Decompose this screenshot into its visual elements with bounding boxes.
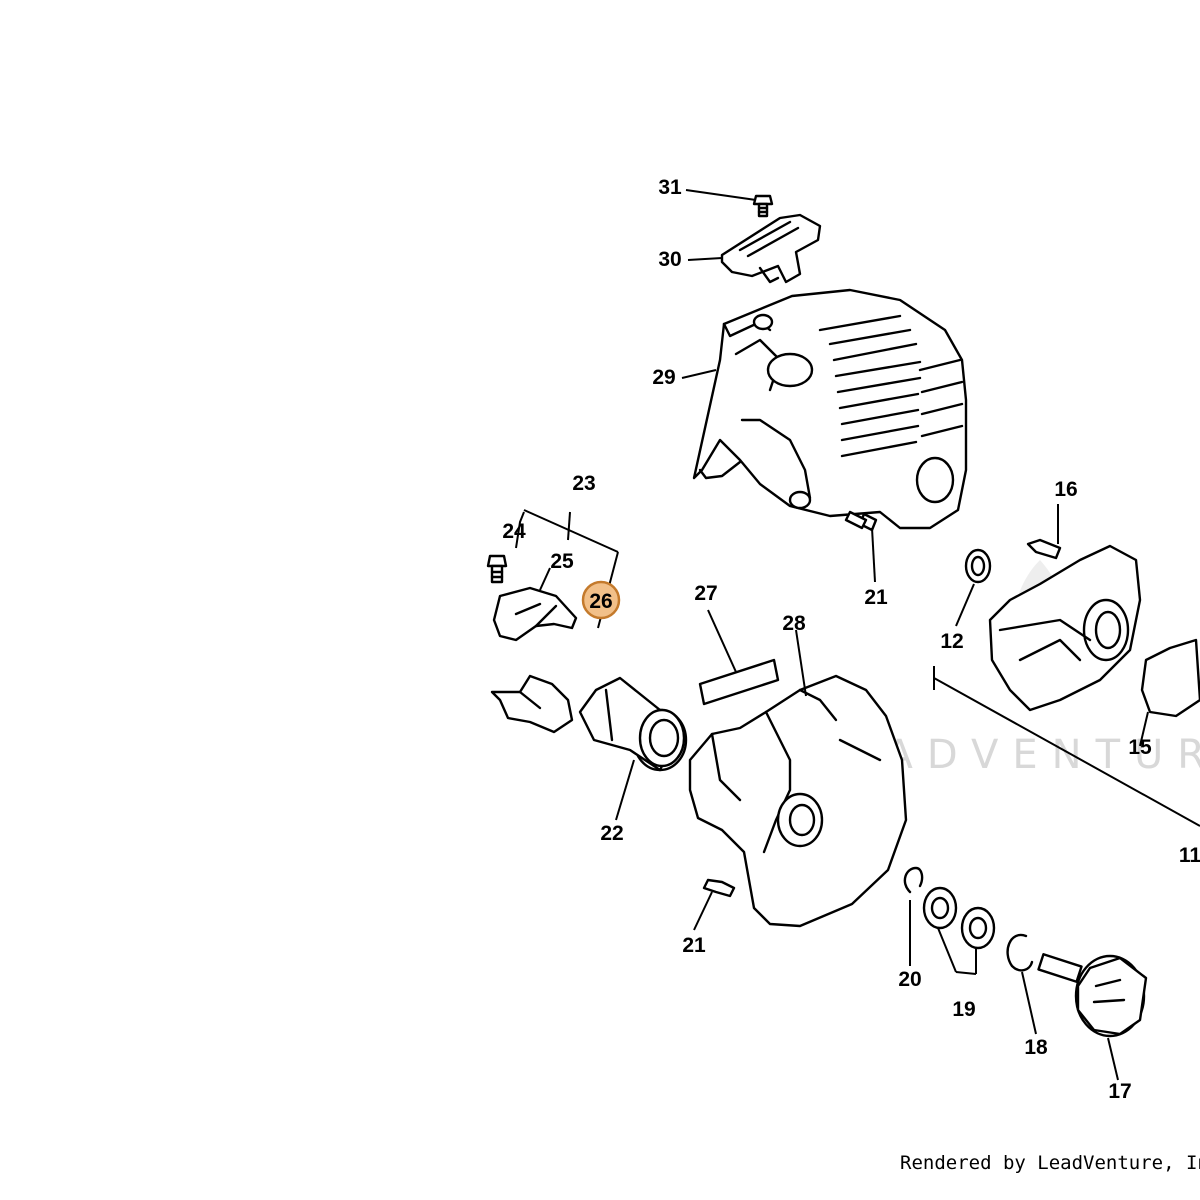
- callout-16-label: 16: [1054, 478, 1077, 501]
- callout-26-highlight-circle: [581, 580, 621, 620]
- part-25-clamp-upper[interactable]: [492, 586, 578, 642]
- part-21-bolt-upper[interactable]: [844, 510, 878, 532]
- callout-28-label: 28: [782, 612, 806, 635]
- part-22-connector[interactable]: [578, 676, 688, 772]
- callout-26-label: 26: [589, 590, 612, 613]
- part-31-screw[interactable]: [752, 194, 774, 218]
- callout-31-label: 31: [658, 176, 682, 199]
- callout-17[interactable]: 17: [1108, 1080, 1131, 1103]
- part-30-top-cap[interactable]: [720, 213, 822, 284]
- bracket-11: [933, 666, 1200, 827]
- part-26-clamp-lower[interactable]: [490, 674, 574, 734]
- callout-20-label: 20: [898, 968, 921, 991]
- part-15-gasket[interactable]: [1140, 638, 1200, 718]
- part-21-bolt-lower[interactable]: [702, 878, 736, 898]
- callout-23-label: 23: [572, 472, 595, 495]
- callout-21-upper[interactable]: 21: [864, 586, 888, 609]
- callout-28[interactable]: 28: [782, 612, 806, 635]
- part-12-seal[interactable]: [964, 548, 992, 584]
- callout-25-label: 25: [550, 550, 574, 573]
- leader-lines: [539, 189, 1149, 1081]
- callout-17-label: 17: [1108, 1080, 1131, 1103]
- callout-31[interactable]: 31: [658, 176, 682, 199]
- callout-22-label: 22: [600, 822, 623, 845]
- part-28-fan-housing[interactable]: [688, 674, 908, 928]
- callout-11-label: 11: [1179, 844, 1200, 867]
- footer-credit: Rendered by LeadVenture, Inc.: [900, 1152, 1200, 1174]
- part-27-gasket[interactable]: [698, 658, 780, 706]
- part-19-bearing-a[interactable]: [922, 886, 958, 930]
- part-29-engine-cover[interactable]: [692, 288, 968, 530]
- callout-21-lower-label: 21: [682, 934, 706, 957]
- callout-26-highlighted[interactable]: 26: [581, 580, 621, 620]
- part-20-circlip[interactable]: [903, 866, 924, 894]
- callout-21-upper-label: 21: [864, 586, 888, 609]
- callout-16[interactable]: 16: [1054, 478, 1077, 501]
- callout-18[interactable]: 18: [1024, 1036, 1048, 1059]
- part-18-circlip[interactable]: [1006, 933, 1034, 972]
- part-16-screw[interactable]: [1026, 538, 1062, 560]
- bracket-19: [937, 927, 977, 975]
- callout-24[interactable]: 24: [502, 520, 526, 543]
- callout-24-label: 24: [502, 520, 526, 543]
- callout-29[interactable]: 29: [652, 366, 675, 389]
- part-24-bolt[interactable]: [486, 554, 508, 584]
- callout-30[interactable]: 30: [658, 248, 681, 271]
- callout-12-label: 12: [940, 630, 963, 653]
- callout-15-label: 15: [1128, 736, 1152, 759]
- callout-27-label: 27: [694, 582, 717, 605]
- part-19-bearing-b[interactable]: [960, 906, 996, 950]
- callout-11[interactable]: 11: [1179, 844, 1200, 867]
- callout-15[interactable]: 15: [1128, 736, 1152, 759]
- part-crankcase[interactable]: [988, 544, 1142, 712]
- callout-25[interactable]: 25: [550, 550, 574, 573]
- callout-20[interactable]: 20: [898, 968, 921, 991]
- callout-19-label: 19: [952, 998, 975, 1021]
- part-17-clutch-drum[interactable]: [1037, 953, 1148, 1038]
- callout-12[interactable]: 12: [940, 630, 963, 653]
- callout-27[interactable]: 27: [694, 582, 717, 605]
- callout-23[interactable]: 23: [572, 472, 595, 495]
- callout-19[interactable]: 19: [952, 998, 975, 1021]
- callout-30-label: 30: [658, 248, 681, 271]
- callout-29-label: 29: [652, 366, 675, 389]
- callout-18-label: 18: [1024, 1036, 1048, 1059]
- callout-22[interactable]: 22: [600, 822, 623, 845]
- callout-21-lower[interactable]: 21: [682, 934, 706, 957]
